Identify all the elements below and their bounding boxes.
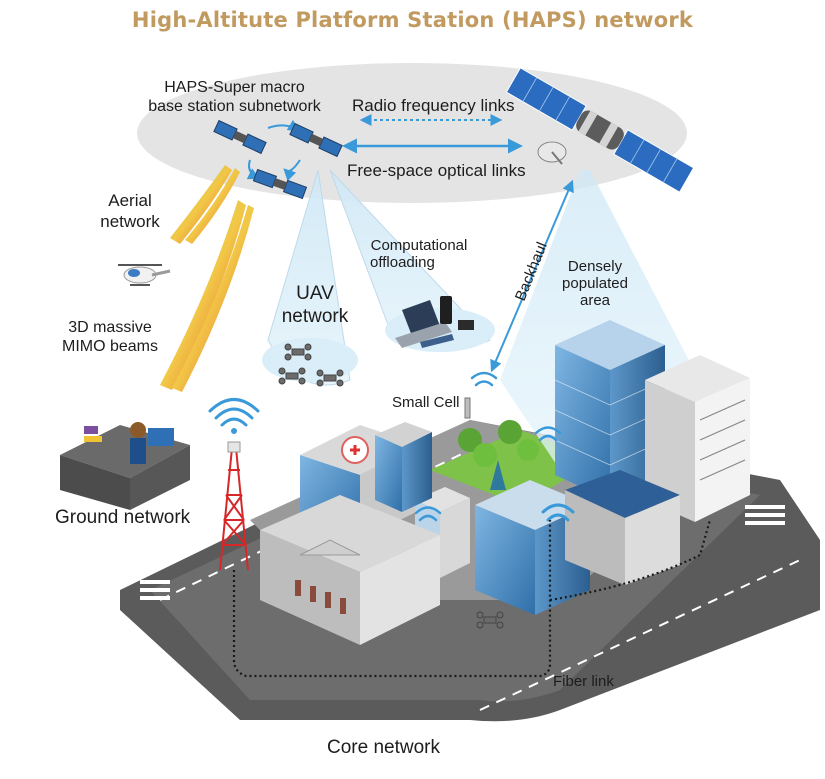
haps-satellite-1 [213,119,267,155]
core-network-label: Core network [327,737,440,758]
computational-offloading-label-line1: Computational [370,237,468,254]
densely-populated-label-line2: populated [562,275,628,292]
building-wifi-icon-2 [414,506,442,522]
densely-populated-label-line1: Densely [567,258,623,275]
solar-roof-building [565,470,680,585]
haps-subnetwork-label-line2: base station subnetwork [148,98,321,115]
helicopter-icon [118,264,171,286]
cell-tower [219,447,249,571]
fiber-link-path [549,519,712,602]
core-network-link [232,520,552,678]
radio-frequency-links-label: Radio frequency links [352,96,515,115]
small-cell-label: Small Cell [392,394,460,411]
haps-subnetwork-label-line1: HAPS-Super macro [164,79,305,96]
uav-network-label-line2: network [281,306,349,327]
building-wifi-icon-1 [534,426,562,442]
computational-offloading-label: Computational offloading [360,237,478,271]
satellite-dish [537,141,567,165]
fiber-link-label: Fiber link [553,673,614,690]
backhaul-link [490,179,574,373]
tower-wifi-icon [208,398,260,427]
computational-offloading-label-line2: offloading [370,254,435,271]
uav-network-label-line1: UAV [296,283,334,304]
aerial-network-label-line1: Aerial [108,191,152,210]
haps-subnetwork-label: HAPS-Super macro base station subnetwork [132,78,337,116]
blue-tower-left [375,422,432,512]
densely-populated-label: Densely populated area [560,258,630,309]
diagram-title: High-Altitute Platform Station (HAPS) ne… [131,8,694,32]
building-wifi-icon-3 [541,503,575,522]
aerial-network-label: Aerial network [92,190,168,232]
uav-drone-icons [278,343,504,629]
densely-populated-label-line3: area [579,292,611,309]
haps-satellite-3 [252,168,308,200]
offloading-devices [395,296,474,348]
mimo-beam-lower [160,200,254,392]
mimo-beams-label: 3D massive MIMO beams [50,318,170,356]
ground-network-label: Ground network [55,507,191,528]
office-desk-illustration [60,422,190,510]
mimo-beams-label-line2: MIMO beams [61,338,158,355]
small-cell-antenna [464,397,471,419]
white-office-tower [645,355,750,522]
aerial-network-label-line2: network [100,212,160,231]
small-cell-wifi-icon [470,371,498,387]
uav-network-label: UAV network [270,282,360,328]
backhaul-satellite [505,67,695,193]
trees [458,420,539,490]
mimo-beams-label-line1: 3D massive [68,319,152,336]
free-space-optical-links-label: Free-space optical links [347,161,526,180]
mimo-beam-upper [170,165,240,244]
haps-satellite-2 [289,122,343,158]
classical-building [260,495,440,645]
